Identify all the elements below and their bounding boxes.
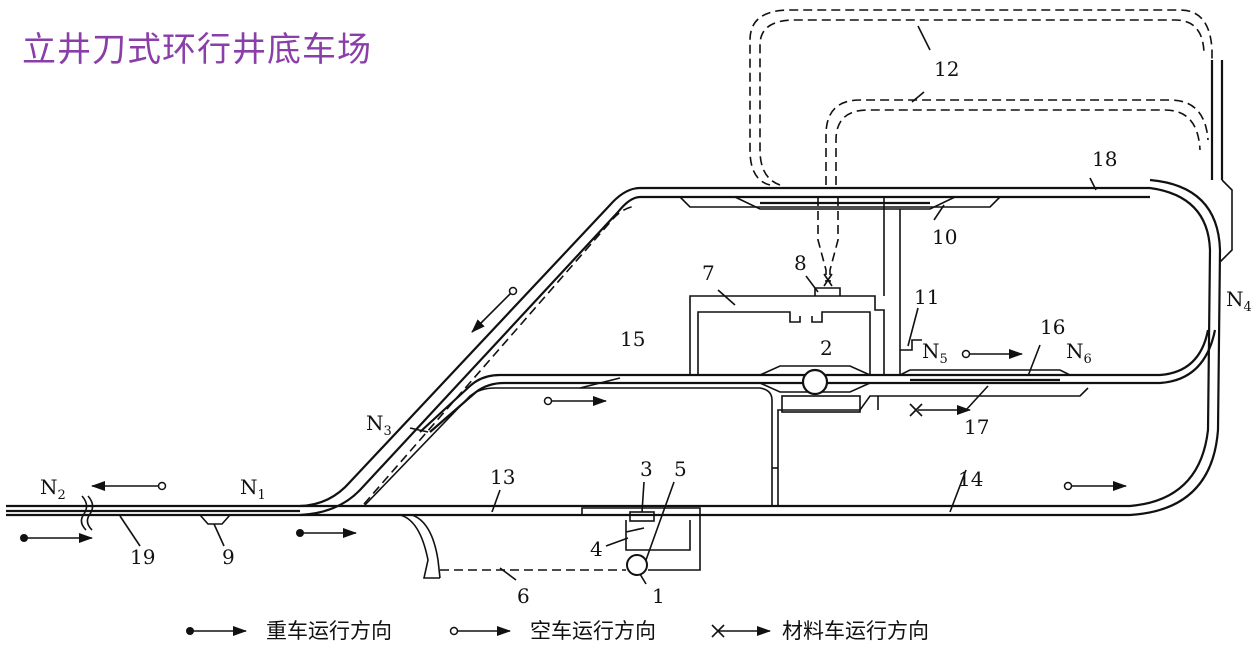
chamber-structures — [689, 197, 922, 410]
node-labels: N1 N2 N3 N4 N5 N6 — [40, 287, 1252, 503]
node-n2: N2 — [40, 475, 66, 503]
legend-heavy-text: 重车运行方向 — [266, 619, 392, 643]
label-16: 16 — [1040, 315, 1065, 339]
leader-lines — [119, 25, 1097, 585]
loop-track-n4 — [1129, 60, 1233, 517]
label-2: 2 — [820, 336, 833, 360]
label-11: 11 — [914, 285, 939, 309]
inner-loop-track — [363, 329, 1217, 507]
material-loop-12 — [749, 9, 1213, 287]
label-14: 14 — [958, 467, 983, 491]
label-18: 18 — [1092, 147, 1117, 171]
node-n6: N6 — [1066, 339, 1092, 367]
component-labels: 1 2 3 4 5 6 7 8 9 10 11 12 13 14 15 16 1… — [130, 57, 1117, 608]
auxiliary-shaft-2 — [801, 368, 829, 396]
node-n5: N5 — [922, 339, 948, 367]
label-12: 12 — [934, 57, 959, 81]
label-19: 19 — [130, 545, 155, 569]
label-8: 8 — [794, 251, 807, 275]
diagram-title: 立井刀式环行井底车场 — [22, 30, 372, 70]
label-7: 7 — [702, 261, 715, 285]
label-6: 6 — [517, 584, 530, 608]
legend-material-text: 材料车运行方向 — [782, 619, 929, 643]
legend-empty-text: 空车运行方向 — [530, 619, 656, 643]
label-17: 17 — [964, 415, 989, 439]
label-10: 10 — [932, 225, 957, 249]
label-13: 13 — [490, 465, 515, 489]
node-n3: N3 — [366, 411, 392, 439]
label-3: 3 — [640, 457, 653, 481]
main-haulage-track — [6, 495, 1130, 531]
label-9: 9 — [222, 545, 235, 569]
label-4: 4 — [590, 537, 603, 561]
node-n4: N4 — [1226, 287, 1252, 315]
label-1: 1 — [652, 584, 665, 608]
node-n1: N1 — [240, 475, 266, 503]
direction-arrows — [20, 286, 1127, 543]
upper-track-18 — [299, 186, 1150, 517]
main-shaft-1 — [626, 554, 648, 576]
label-5: 5 — [674, 457, 687, 481]
shaft-area — [399, 507, 701, 579]
legend: 重车运行方向 空车运行方向 材料车运行方向 — [186, 619, 929, 643]
label-15: 15 — [620, 327, 645, 351]
